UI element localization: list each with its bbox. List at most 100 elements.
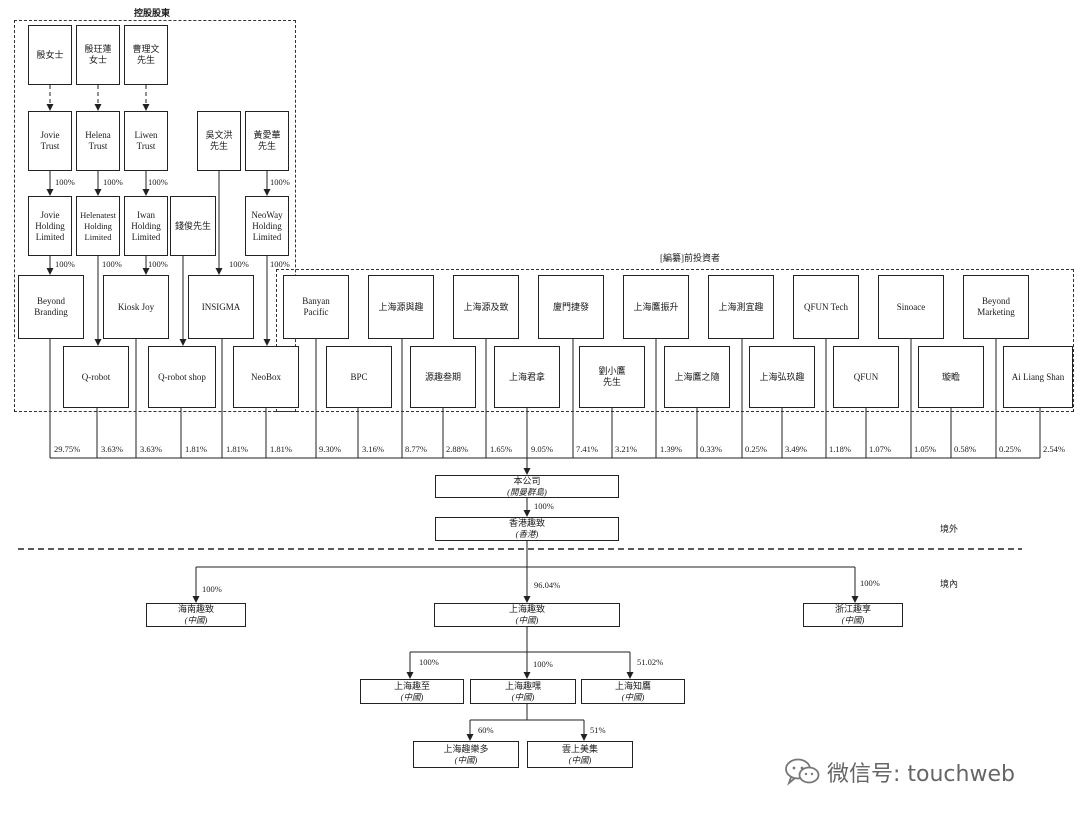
pct-share-liu: 3.21% <box>615 444 637 454</box>
node-neobox: NeoBox <box>233 346 299 408</box>
pct-share-xiamen: 7.41% <box>576 444 598 454</box>
node-qfun: QFUN <box>833 346 899 408</box>
node-company-name: 本公司 <box>513 475 541 486</box>
pct-share-qrobot-shop: 1.81% <box>185 444 207 454</box>
wechat-icon <box>785 758 820 786</box>
node-sh-qumei-name: 上海趣嘿 <box>504 680 541 691</box>
node-jovie-trust: Jovie Trust <box>28 111 72 171</box>
node-yunshang-meiji-jurisdiction: (中國) <box>568 754 592 765</box>
node-zhejiang-quxiang-name: 浙江趣享 <box>834 604 871 614</box>
node-sh-cexuanqu: 上海測宜趣 <box>708 275 774 339</box>
node-yin-nvshi: 殷女士 <box>28 25 72 85</box>
node-yuanqu-canqi: 源趣叁期 <box>410 346 476 408</box>
node-sh-quzhi2-jurisdiction: (中國) <box>400 691 424 702</box>
node-hainan-quzhi-name: 海南趣致 <box>177 604 214 614</box>
pct-share-qfun-tech: 1.18% <box>829 444 851 454</box>
node-sh-quleduo-jurisdiction: (中國) <box>454 754 478 765</box>
node-hk-quzhi-name: 香港趣致 <box>508 518 545 528</box>
overseas-label: 境外 <box>940 524 959 534</box>
node-yunshang-meiji-name: 雲上美集 <box>561 743 598 754</box>
node-sh-quzhi2: 上海趣至 (中國) <box>360 679 464 704</box>
pct-share-yuanqu-canqi: 2.88% <box>446 444 468 454</box>
pct-insigma: 100% <box>229 259 249 269</box>
node-sinoace: Sinoace <box>878 275 944 339</box>
node-sh-yingzhensheng: 上海鷹振升 <box>623 275 689 339</box>
node-sh-quleduo-name: 上海趣樂多 <box>443 743 489 754</box>
pct-share-insigma: 1.81% <box>226 444 248 454</box>
node-yunshang-meiji: 雲上美集 (中國) <box>527 741 633 768</box>
pct-beyond-branding: 100% <box>55 259 75 269</box>
node-sh-hongjiuqu: 上海弘玖趣 <box>749 346 815 408</box>
node-banyan-pacific: Banyan Pacific <box>283 275 349 339</box>
node-zhejiang-quxiang-jurisdiction: (中國) <box>841 615 865 625</box>
node-q-robot: Q-robot <box>63 346 129 408</box>
node-xuanjing: 璇瞻 <box>918 346 984 408</box>
pct-share-hongjiuqu: 3.49% <box>785 444 807 454</box>
pct-jovie-trust: 100% <box>55 177 75 187</box>
node-ai-liang-shan: Ai Liang Shan <box>1003 346 1073 408</box>
node-huang-aihua: 黃愛華 先生 <box>245 111 289 171</box>
pct-share-beyond-marketing: 0.25% <box>999 444 1021 454</box>
pct-yunshang-meiji: 51% <box>590 725 606 735</box>
node-helenatest-holding: Helenatest Holding Limited <box>76 196 120 256</box>
node-jovie-holding: Jovie Holding Limited <box>28 196 72 256</box>
pct-share-kiosk-joy: 3.63% <box>140 444 162 454</box>
node-sh-yuanjizhi: 上海源及致 <box>453 275 519 339</box>
node-hainan-quzhi-jurisdiction: (中國) <box>184 615 208 625</box>
node-qian-jun: 錢俊先生 <box>170 196 216 256</box>
pct-share-cexuanqu: 0.25% <box>745 444 767 454</box>
node-q-robot-shop: Q-robot shop <box>148 346 216 408</box>
pct-share-neobox: 1.81% <box>270 444 292 454</box>
node-sh-zhiying-name: 上海知鷹 <box>614 680 651 691</box>
node-sh-quzhi: 上海趣致 (中國) <box>434 603 620 627</box>
node-neoway-holding: NeoWay Holding Limited <box>245 196 289 256</box>
node-liu-xiaoying: 劉小鷹 先生 <box>579 346 645 408</box>
pct-share-banyan: 9.30% <box>319 444 341 454</box>
node-bpc: BPC <box>326 346 392 408</box>
node-sh-zhiying-jurisdiction: (中國) <box>621 691 645 702</box>
controlling-shareholders-box <box>14 20 296 412</box>
node-sh-zhiying: 上海知鷹 (中國) <box>581 679 685 704</box>
preipo-investors-label: [編纂]前投資者 <box>660 253 720 263</box>
node-sh-yuanquqi: 上海源與趣 <box>368 275 434 339</box>
node-sh-quzhi2-name: 上海趣至 <box>393 680 430 691</box>
pct-share-yuanquqi: 8.77% <box>405 444 427 454</box>
node-company-jurisdiction: (開曼群島) <box>507 486 547 497</box>
pct-sh-quzhi2: 100% <box>419 657 439 667</box>
node-cao-liwen: 曹理文 先生 <box>124 25 168 85</box>
pct-hainan-quzhi: 100% <box>202 584 222 594</box>
node-sh-yingzhisui: 上海鷹之隨 <box>664 346 730 408</box>
pct-hk-quzhi: 100% <box>534 501 554 511</box>
pct-share-beyond-branding: 29.75% <box>54 444 81 454</box>
node-sh-qumei: 上海趣嘿 (中國) <box>470 679 576 704</box>
node-beyond-marketing: Beyond Marketing <box>963 275 1029 339</box>
node-sh-quleduo: 上海趣樂多 (中國) <box>413 741 519 768</box>
node-yin-lianhe: 殷玨蓮 女士 <box>76 25 120 85</box>
node-liwen-trust: Liwen Trust <box>124 111 168 171</box>
pct-helena-trust: 100% <box>103 177 123 187</box>
controlling-shareholders-label: 控股股東 <box>134 8 171 18</box>
node-wu-wenhong: 吳文洪 先生 <box>197 111 241 171</box>
node-xiamen-jiefa: 廈門捷發 <box>538 275 604 339</box>
node-kiosk-joy: Kiosk Joy <box>103 275 169 339</box>
domestic-label: 境內 <box>940 579 959 589</box>
pct-share-ai-liang-shan: 2.54% <box>1043 444 1065 454</box>
node-helena-trust: Helena Trust <box>76 111 120 171</box>
node-sh-qumei-jurisdiction: (中國) <box>511 691 535 702</box>
watermark-text: 微信号: touchweb <box>827 762 1015 787</box>
pct-iwan-trust: 100% <box>148 177 168 187</box>
pct-share-junyu: 9.05% <box>531 444 553 454</box>
pct-sh-qumei: 100% <box>533 659 553 669</box>
node-beyond-branding: Beyond Branding <box>18 275 84 339</box>
node-sh-quzhi-name: 上海趣致 <box>508 604 545 614</box>
node-hk-quzhi-jurisdiction: (香港) <box>515 529 539 539</box>
node-zhejiang-quxiang: 浙江趣享 (中國) <box>803 603 903 627</box>
pct-sh-quzhi: 96.04% <box>534 580 561 590</box>
pct-share-yingzhisui: 0.33% <box>700 444 722 454</box>
node-hk-quzhi: 香港趣致 (香港) <box>435 517 619 541</box>
pct-share-qfun: 1.07% <box>869 444 891 454</box>
pct-share-yuanjizhi: 1.65% <box>490 444 512 454</box>
pct-sh-zhiying: 51.02% <box>637 657 664 667</box>
wechat-watermark: 微信号: touchweb <box>783 756 1015 788</box>
